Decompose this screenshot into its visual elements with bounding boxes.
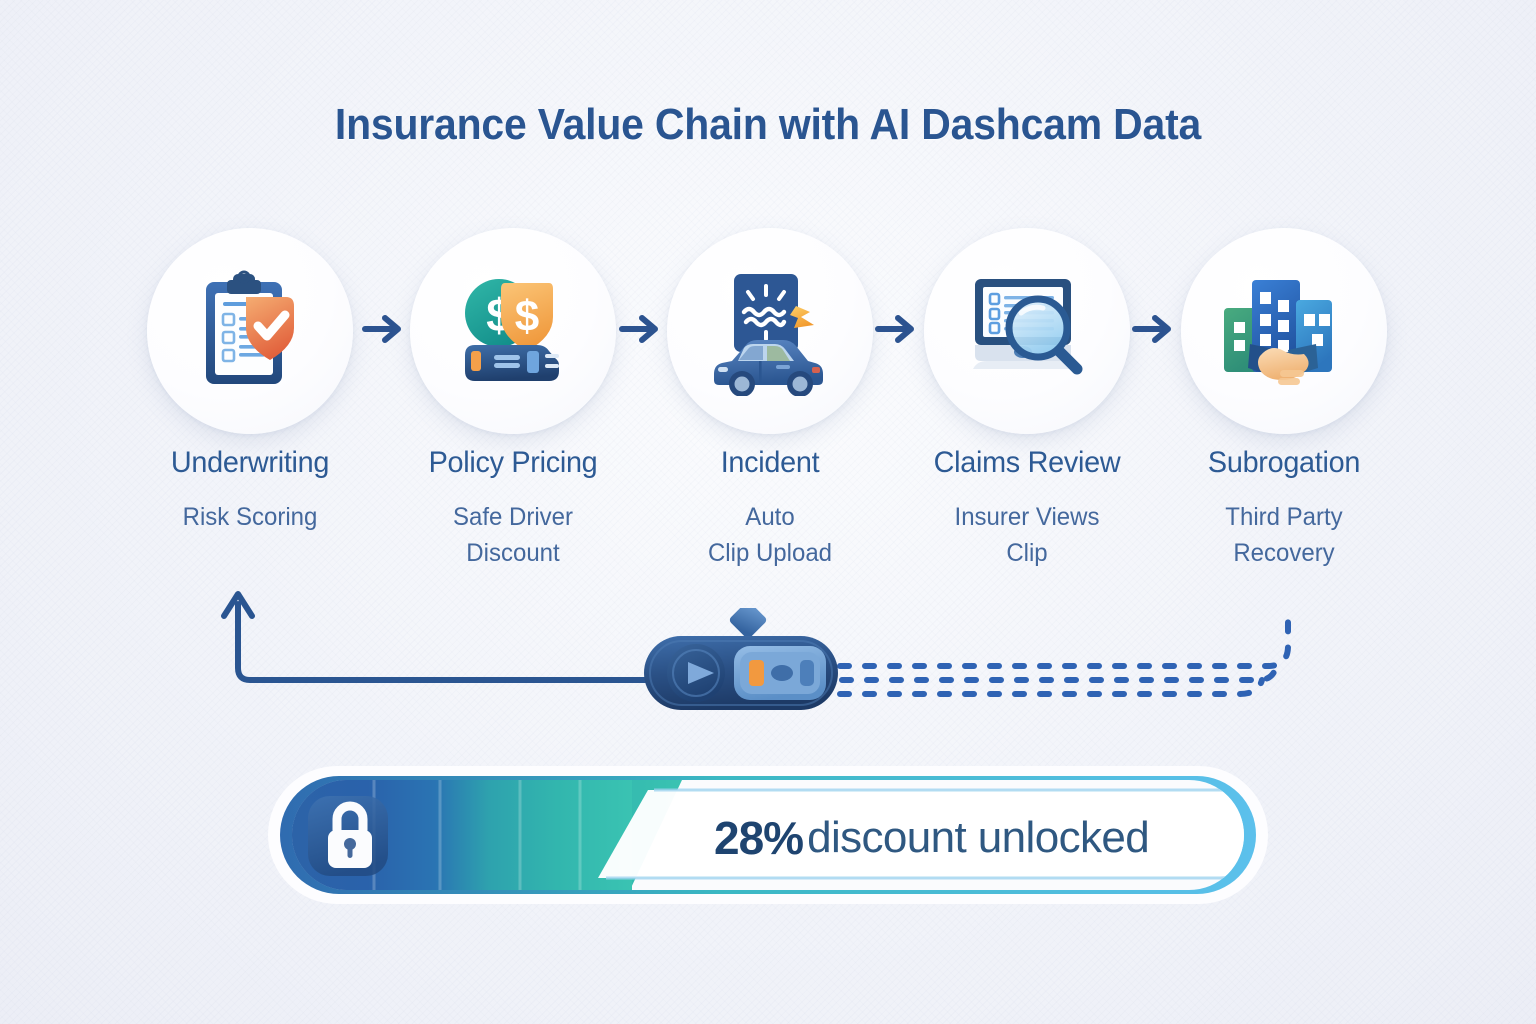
stage-sublabel-policy-pricing: Safe Driver Discount — [395, 500, 631, 571]
stage-label-policy-pricing: Policy Pricing — [428, 446, 598, 479]
stage-node-incident[interactable]: Incident Auto Clip Upload — [667, 228, 873, 567]
stage-icon-circle-policy-pricing: $ $ — [410, 228, 616, 434]
stage-node-subrogation[interactable]: Subrogation Third Party Recovery — [1181, 228, 1387, 567]
stage-node-underwriting[interactable]: Underwriting Risk Scoring — [147, 228, 353, 531]
monitor-magnifier-icon — [973, 279, 1083, 375]
sublabel-line-2: Recovery — [1233, 538, 1335, 567]
stage-icon-circle-claims-review — [924, 228, 1130, 434]
arrow-right-icon — [362, 315, 401, 343]
stage-sublabel-incident: Auto Clip Upload — [652, 500, 888, 571]
sublabel-line-1: Insurer Views — [954, 503, 1100, 531]
stage-sublabel-underwriting: Risk Scoring — [182, 503, 318, 531]
arrow-right-icon — [619, 315, 658, 343]
sublabel-line-1: Auto — [745, 503, 795, 531]
lock-icon — [308, 796, 388, 876]
car-collision-icon — [714, 274, 823, 396]
stage-node-policy-pricing[interactable]: $ $ Policy Pricing Safe Driver Discount — [410, 228, 616, 567]
page-title: Insurance Value Chain with AI Dashcam Da… — [334, 100, 1202, 149]
stage-label-claims-review: Claims Review — [933, 446, 1121, 479]
sublabel-line-2: Clip — [1006, 538, 1048, 567]
dashcam-screen-icon — [734, 646, 826, 700]
svg-text:$: $ — [515, 292, 539, 341]
clipboard-checklist-shield-icon — [206, 270, 294, 384]
discount-percent-value: 28% — [714, 812, 804, 864]
feedback-loop-line — [235, 601, 651, 683]
sublabel-line-1: Safe Driver — [452, 503, 574, 531]
sublabel-line-2: Discount — [466, 538, 560, 567]
discount-progress-bar[interactable]: 28% discount unlocked — [262, 758, 1274, 918]
sublabel-line-1: Third Party — [1225, 503, 1343, 531]
dashcam-device-icon — [644, 601, 838, 710]
stage-node-claims-review[interactable]: Claims Review Insurer Views Clip — [924, 228, 1130, 567]
arrow-right-icon — [1132, 315, 1171, 343]
upload-beam-lines — [837, 617, 1291, 697]
progress-bar-graphic — [268, 766, 1268, 904]
stage-label-incident: Incident — [720, 446, 820, 479]
stage-icon-circle-incident — [667, 228, 873, 434]
stage-icon-circle-underwriting — [147, 228, 353, 434]
stage-sublabel-claims-review: Insurer Views Clip — [909, 500, 1145, 571]
stage-label-subrogation: Subrogation — [1207, 446, 1361, 479]
stage-icon-circle-subrogation — [1181, 228, 1387, 434]
diamond-beacon-icon — [729, 601, 767, 639]
dashcam-device[interactable] — [636, 601, 846, 718]
feedback-loop-arrowhead — [221, 591, 255, 619]
camera-lens-play-icon — [667, 644, 725, 702]
sublabel-line-2: Clip Upload — [707, 538, 833, 567]
dataflow-connectors — [221, 591, 1291, 697]
money-shield-dashcam-icon: $ $ — [465, 279, 559, 381]
buildings-handshake-icon — [1224, 280, 1332, 385]
stage-label-underwriting: Underwriting — [170, 446, 330, 479]
discount-text: 28% discount unlocked — [714, 804, 1150, 872]
discount-caption: discount unlocked — [807, 813, 1150, 862]
stage-sublabel-subrogation: Third Party Recovery — [1166, 500, 1402, 571]
arrow-right-icon — [875, 315, 914, 343]
